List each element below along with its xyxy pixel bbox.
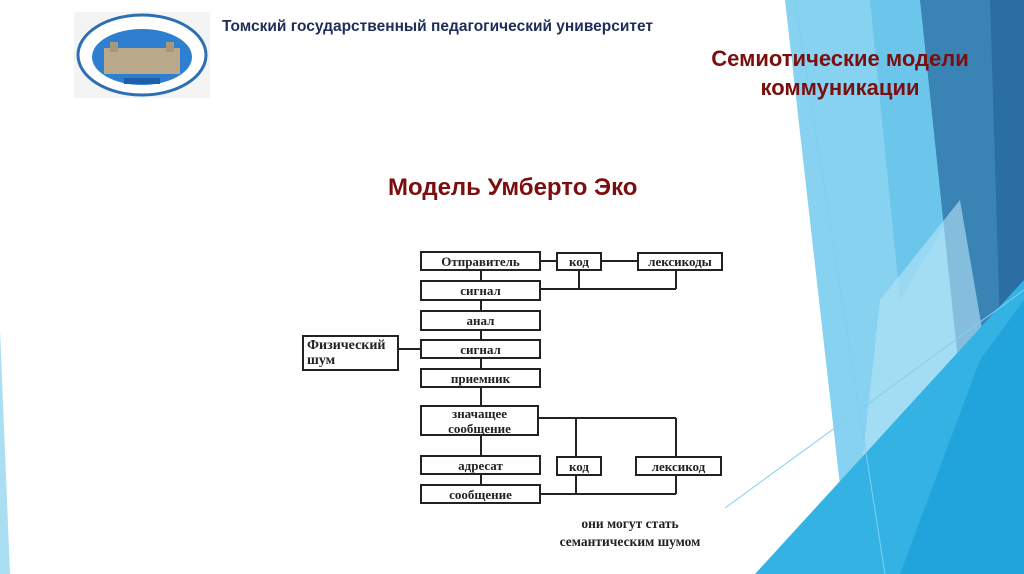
message-box: сообщение bbox=[420, 484, 541, 504]
logo-emblem bbox=[76, 13, 208, 97]
sender-box: Отправитель bbox=[420, 251, 541, 271]
lexicodes-box: лексикоды bbox=[637, 252, 723, 271]
signal-box-2: сигнал bbox=[420, 339, 541, 359]
caption-line-1: они могут стать bbox=[581, 516, 679, 531]
addressee-box: адресат bbox=[420, 455, 541, 475]
caption-line-2: семантическим шумом bbox=[559, 534, 701, 549]
receiver-box: приемник bbox=[420, 368, 541, 388]
slide-title: Семиотические модели коммуникации bbox=[660, 44, 1020, 102]
lexicode-box: лексикод bbox=[635, 456, 722, 476]
diagram-caption: они могут стать семантическим шумом bbox=[530, 515, 730, 551]
university-name: Томский государственный педагогический у… bbox=[222, 18, 653, 35]
university-logo bbox=[74, 12, 210, 98]
title-line-1: Семиотические модели bbox=[711, 46, 969, 71]
physical-noise-box: Физический шум bbox=[302, 335, 399, 371]
signal-box-1: сигнал bbox=[420, 280, 541, 301]
code-box-top: код bbox=[556, 252, 602, 271]
code-box-bottom: код bbox=[556, 456, 602, 476]
slide-subtitle: Модель Умберто Эко bbox=[388, 174, 638, 201]
meaningful-message-box: значащее сообщение bbox=[420, 405, 539, 436]
channel-box: анал bbox=[420, 310, 541, 331]
title-line-2: коммуникации bbox=[760, 75, 920, 100]
